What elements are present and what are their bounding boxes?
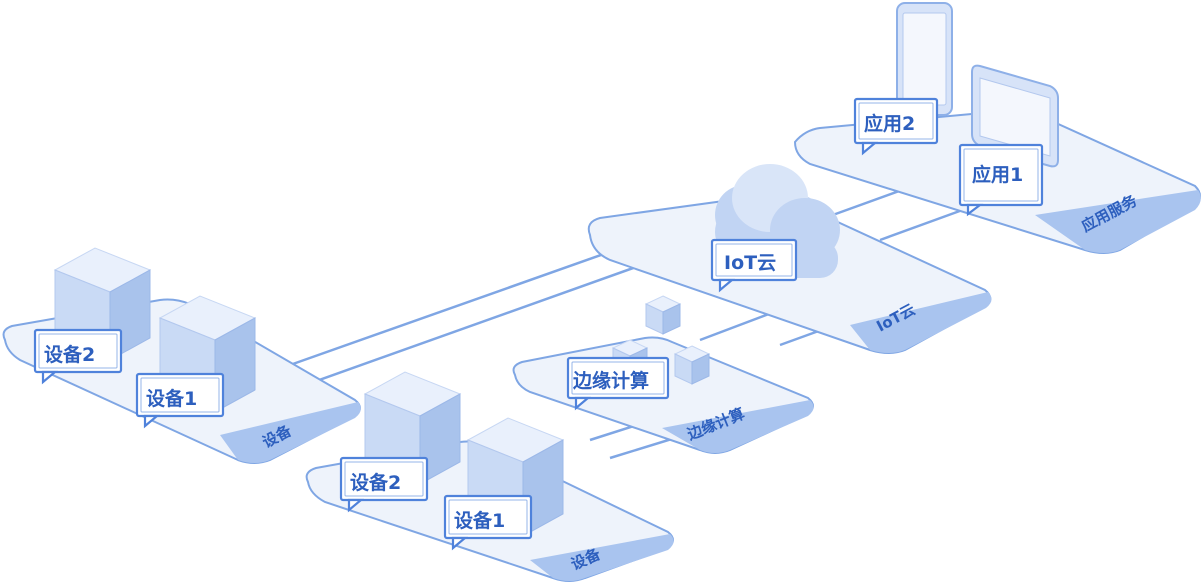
app2-label: 应用2 bbox=[853, 97, 939, 156]
app1-label-text: 应用1 bbox=[972, 163, 1023, 186]
app1-label: 应用1 bbox=[958, 143, 1044, 217]
device-a-1-label: 设备1 bbox=[135, 372, 225, 429]
edge-tag: 边缘计算 bbox=[566, 356, 670, 411]
link-devices-a-cloud bbox=[289, 242, 633, 367]
device-group-a-zone: 设备 设备2 设备1 bbox=[2, 247, 361, 464]
edge-zone: 边缘计算 边缘计算 bbox=[512, 295, 814, 454]
iot-cloud-zone: IoT云 IoT云 bbox=[587, 164, 992, 354]
app2-label-text: 应用2 bbox=[864, 112, 915, 135]
edge-tag-text: 边缘计算 bbox=[572, 369, 649, 392]
iot-cloud-tag: IoT云 bbox=[710, 238, 798, 293]
device-a-1-text: 设备1 bbox=[146, 387, 197, 410]
link-devices-a-cloud-2 bbox=[307, 260, 651, 386]
device-a-2-text: 设备2 bbox=[44, 343, 95, 366]
app-service-zone: 应用服务 应用2 应用1 bbox=[793, 2, 1201, 254]
device-b-1-label: 设备1 bbox=[443, 494, 533, 551]
tablet-icon bbox=[971, 64, 1059, 168]
device-b-1-text: 设备1 bbox=[454, 509, 505, 532]
iot-cloud-tag-text: IoT云 bbox=[724, 252, 776, 274]
device-a-2-label: 设备2 bbox=[33, 328, 123, 385]
device-b-2-label: 设备2 bbox=[339, 456, 429, 513]
device-group-b-zone: 设备 设备2 设备1 bbox=[305, 371, 674, 582]
device-b-2-text: 设备2 bbox=[350, 471, 401, 494]
